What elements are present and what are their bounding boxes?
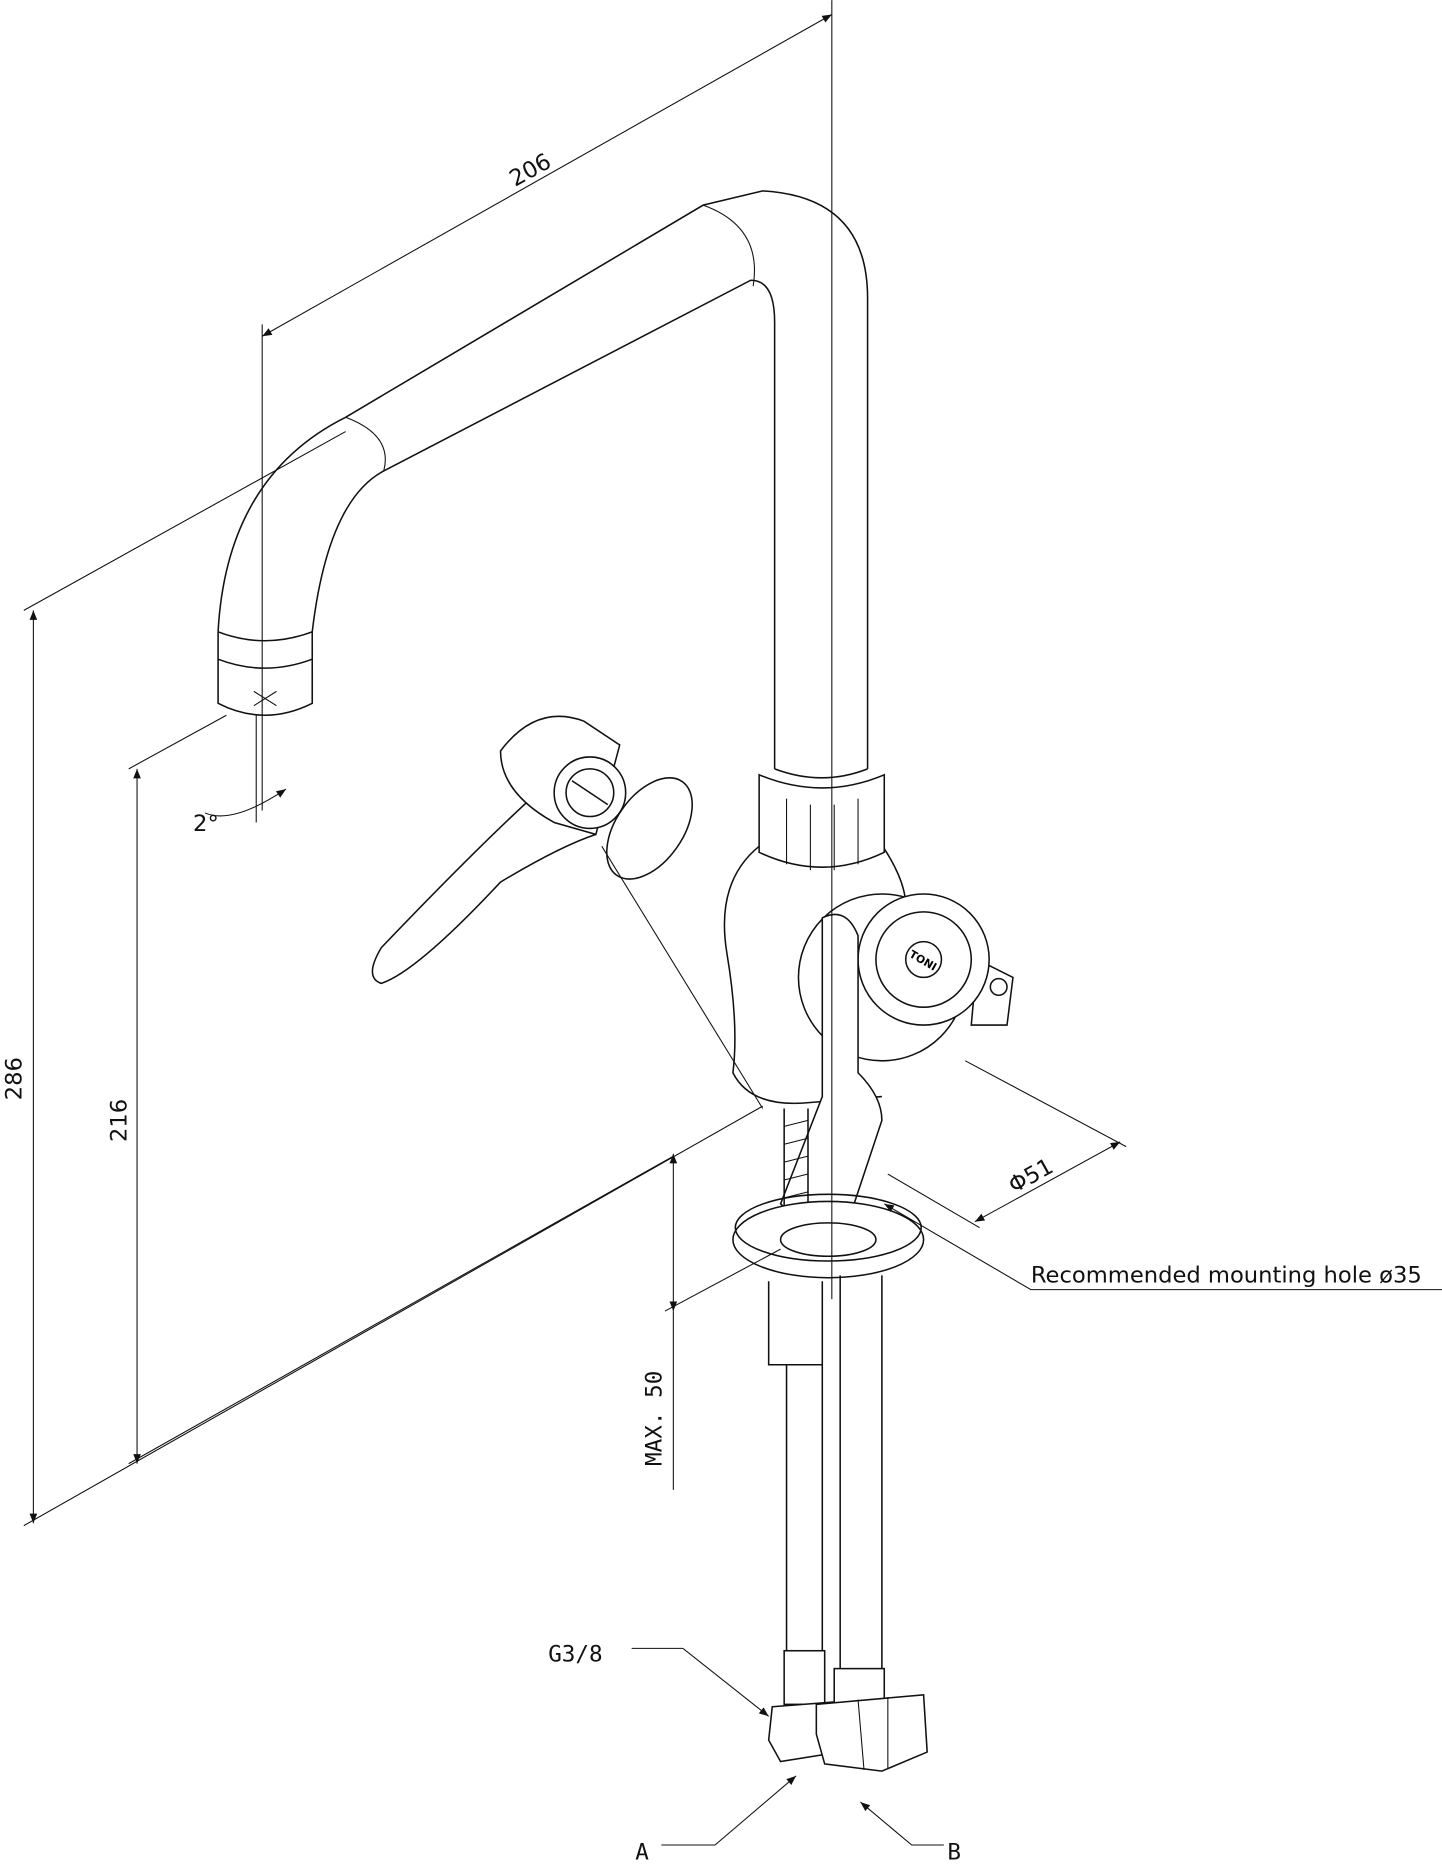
inlet-b-label: B xyxy=(947,1839,961,1865)
nut-b-facets xyxy=(857,1697,889,1770)
dim-line-phi51 xyxy=(974,1141,1121,1223)
dim-206: 206 xyxy=(505,149,555,193)
angle-arc xyxy=(204,788,287,817)
nut-b xyxy=(815,1693,928,1772)
toni-logo xyxy=(904,940,943,979)
left-valve-slot xyxy=(571,780,609,806)
dim-angle: 2° xyxy=(193,811,219,837)
spout-outlet-mark xyxy=(253,690,277,707)
extension-line-spout-tip xyxy=(128,714,227,770)
extension-line-phi51-bottom xyxy=(887,1173,980,1229)
faucet: TONI xyxy=(217,190,1014,1772)
extension-line-phi51-top xyxy=(965,1060,1127,1148)
dim-216: 216 xyxy=(106,1099,132,1142)
right-valve-tab-hole xyxy=(989,977,1008,997)
dim-line-206 xyxy=(261,14,833,337)
dim-286: 286 xyxy=(1,1057,27,1100)
inlet-a-label: A xyxy=(635,1839,649,1865)
shank-threads xyxy=(784,1119,809,1235)
spout-arm xyxy=(217,190,869,769)
inlet-a-leader xyxy=(661,1775,797,1846)
supply-tubes xyxy=(767,1275,883,1669)
spout-tip xyxy=(217,630,314,716)
right-valve-knob-inner xyxy=(875,911,973,1008)
extension-line-top xyxy=(23,431,346,611)
mounting-hole-leader xyxy=(883,1203,1442,1291)
left-valve-knob-inner xyxy=(565,768,615,818)
thread-leader xyxy=(631,1647,770,1717)
left-valve-axis-line xyxy=(601,846,764,1109)
extension-line-bottom xyxy=(23,1105,763,1527)
dim-phi-51: Φ51 xyxy=(1004,1154,1057,1199)
extension-line-counter-underside xyxy=(664,1248,781,1312)
spout-arm-seam xyxy=(345,204,755,472)
mounting-hole-note: Recommended mounting hole ø35 xyxy=(1031,1262,1422,1288)
thread-label: G3/8 xyxy=(548,1641,603,1667)
mounting-flange-top xyxy=(734,1193,922,1262)
collar-ridges xyxy=(786,798,859,871)
mounting-flange-hole xyxy=(779,1222,877,1258)
tube-fitting-a xyxy=(783,1649,826,1706)
collar xyxy=(758,768,886,868)
inlet-b-leader xyxy=(860,1801,944,1846)
left-lever xyxy=(371,762,597,985)
dim-max-50: MAX. 50 xyxy=(641,1371,667,1466)
extension-line-counter xyxy=(128,1155,674,1465)
